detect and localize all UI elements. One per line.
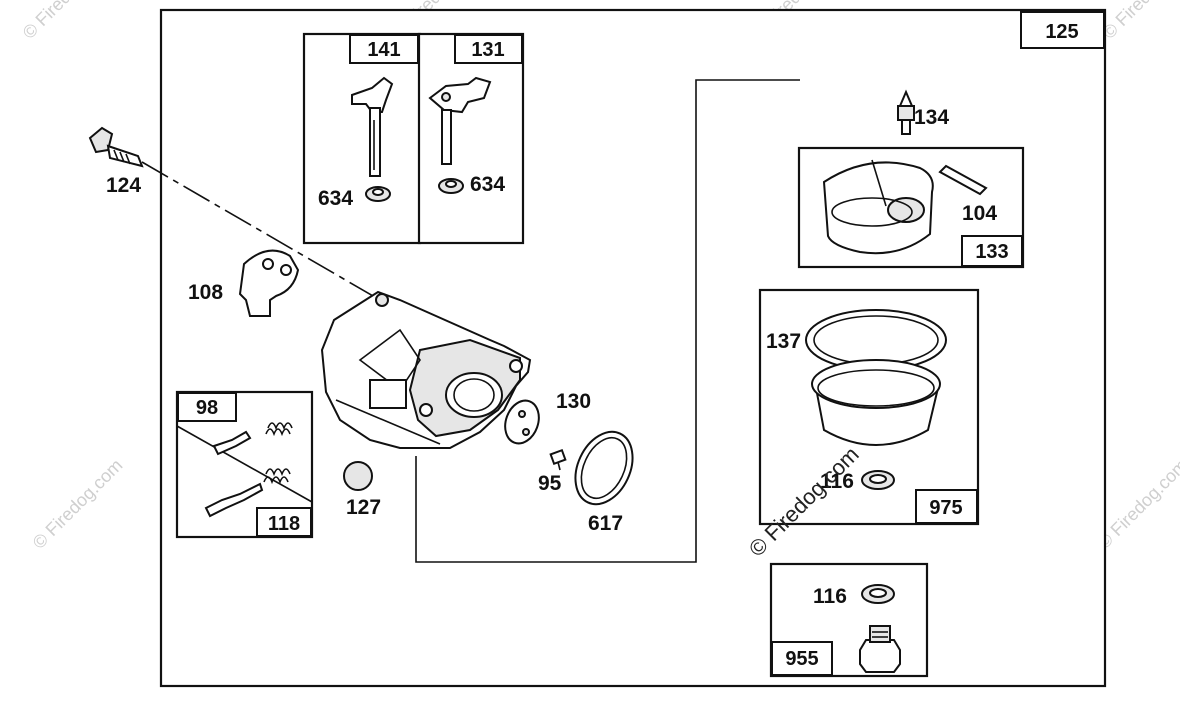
watermark-text: © Firedog.com (19, 0, 117, 43)
callout-108: 108 (188, 281, 223, 304)
callout-137: 137 (766, 330, 801, 353)
box-131-tag (454, 34, 523, 64)
gasket-108-icon (238, 249, 300, 317)
box-955-label: 955 (785, 648, 818, 670)
box-955-tag (771, 641, 833, 676)
o-ring-617-icon (574, 430, 634, 506)
box-141-tag (349, 34, 419, 64)
callout-124: 124 (106, 174, 141, 197)
box-975-tag (915, 489, 978, 524)
callout-634-left: 634 (318, 187, 353, 210)
choke-shaft-icon (428, 76, 492, 194)
callout-95: 95 (538, 472, 562, 495)
cup-127-icon (343, 461, 373, 491)
throttle-shaft-icon (351, 76, 394, 202)
assembly-number: 125 (1045, 21, 1078, 43)
assembly-number-tag (1020, 11, 1105, 49)
box-133-tag (961, 235, 1023, 267)
watermark-text: © Firedog.com (29, 455, 127, 553)
box-133-label: 133 (975, 241, 1008, 263)
washer-116-lower-icon (861, 584, 895, 604)
callout-104: 104 (962, 202, 997, 225)
float-133-icon (822, 159, 934, 255)
callout-130: 130 (556, 390, 591, 413)
box-98-tag (177, 392, 237, 422)
assembly-bracket-line (415, 79, 800, 563)
box-118-label: 118 (268, 513, 300, 535)
callout-617: 617 (588, 512, 623, 535)
callout-116-bowl: 116 (820, 470, 854, 493)
carburetor-body-icon (320, 290, 532, 449)
box-141-label: 141 (367, 39, 400, 61)
mixture-screw-spring-icon (204, 468, 291, 518)
float-bowl-icon (811, 359, 941, 446)
screw-95-icon (549, 448, 567, 471)
callout-134: 134 (914, 106, 949, 129)
bowl-nut-955-icon (859, 625, 901, 673)
box-131 (417, 32, 525, 245)
watermark-text: © Firedog.com (1099, 0, 1180, 43)
box-131-label: 131 (471, 39, 504, 61)
box-divider (176, 425, 313, 503)
watermark-text: © Firedog.com (1094, 455, 1180, 553)
callout-634-right: 634 (470, 173, 505, 196)
box-118-tag (256, 507, 312, 537)
welch-plug-130-icon (504, 399, 540, 445)
hinge-pin-104-icon (938, 164, 988, 196)
screw-124-icon (88, 126, 144, 168)
screw-leader-line (141, 161, 381, 301)
box-141 (302, 32, 422, 245)
box-98-label: 98 (196, 397, 218, 419)
needle-134-icon (897, 89, 915, 135)
box-975-label: 975 (929, 497, 962, 519)
idle-screw-spring-icon (212, 422, 293, 456)
callout-127: 127 (346, 496, 381, 519)
callout-116-nut: 116 (813, 585, 847, 608)
washer-116-icon (861, 470, 895, 490)
